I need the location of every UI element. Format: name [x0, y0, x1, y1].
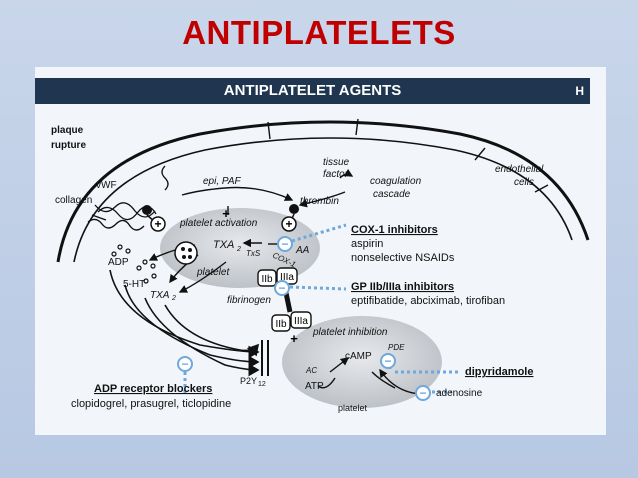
svg-text:platelet inhibition: platelet inhibition [312, 327, 388, 338]
svg-text:−: − [278, 281, 285, 295]
vessel-wall-inner [73, 137, 573, 263]
drug-class-gp: GP IIb/IIIa inhibitors eptifibatide, abc… [351, 281, 505, 307]
svg-text:+: + [290, 331, 298, 346]
diagram-labels: plaque rupture vWF collagen epi, PAF tis… [51, 125, 544, 413]
svg-text:IIIa: IIIa [280, 272, 294, 283]
svg-text:AC: AC [305, 366, 317, 375]
gp-receptor-lower: IIb IIIa [271, 311, 312, 332]
dense-granule [174, 241, 198, 265]
slide-title: ANTIPLATELETS [182, 14, 456, 51]
drug-class-adp: ADP receptor blockers clopidogrel, prasu… [71, 383, 231, 410]
svg-text:+: + [154, 217, 161, 231]
svg-text:IIb: IIb [275, 319, 287, 330]
svg-text:TXA: TXA [150, 290, 170, 301]
svg-text:tissue: tissue [323, 157, 350, 168]
plaque-rupture-line [87, 218, 145, 231]
svg-text:+: + [222, 206, 230, 221]
svg-text:adenosine: adenosine [436, 388, 483, 399]
granule-dots [111, 244, 157, 284]
svg-text:ADP: ADP [108, 257, 129, 268]
svg-text:endothelial: endothelial [495, 164, 544, 175]
svg-text:PDE: PDE [388, 343, 405, 352]
drug-class-cox1: COX-1 inhibitors aspirin nonselective NS… [351, 224, 455, 264]
svg-text:platelet: platelet [196, 267, 230, 278]
collagen-fibers [94, 202, 156, 218]
svg-text:cAMP: cAMP [345, 351, 372, 362]
svg-text:2: 2 [236, 246, 241, 253]
svg-text:P2Y: P2Y [240, 376, 257, 386]
svg-text:factor: factor [323, 169, 349, 180]
svg-text:coagulation: coagulation [370, 176, 422, 187]
inhibitor-minus-icons: − − − − − [177, 236, 431, 401]
banner-title: ANTIPLATELET AGENTS [223, 82, 402, 99]
svg-text:plaque: plaque [51, 125, 84, 136]
svg-text:rupture: rupture [51, 140, 86, 151]
svg-text:dipyridamole: dipyridamole [465, 366, 533, 378]
svg-text:12: 12 [258, 381, 266, 388]
svg-text:−: − [281, 237, 288, 251]
svg-text:eptifibatide, abciximab, tirof: eptifibatide, abciximab, tirofiban [351, 295, 505, 307]
svg-text:cascade: cascade [373, 189, 411, 200]
banner-corner-letter: H [575, 84, 584, 98]
pathway-arrows [148, 168, 421, 395]
svg-text:TxS: TxS [246, 249, 261, 258]
svg-text:aspirin: aspirin [351, 238, 383, 250]
svg-text:collagen: collagen [55, 195, 92, 206]
svg-text:COX-1 inhibitors: COX-1 inhibitors [351, 224, 438, 236]
svg-text:thrombin: thrombin [300, 196, 339, 207]
svg-text:IIIa: IIIa [294, 316, 308, 327]
svg-text:platelet activation: platelet activation [179, 218, 258, 229]
svg-text:AA: AA [295, 245, 310, 256]
drug-class-dipyridamole: dipyridamole [465, 366, 533, 378]
vessel-wall-outer [56, 120, 590, 263]
p2y12-receptors [261, 340, 269, 376]
svg-text:ATP: ATP [305, 381, 324, 392]
inhibited-platelet [282, 316, 442, 408]
svg-text:5-HT: 5-HT [123, 279, 145, 290]
svg-text:TXA: TXA [213, 239, 234, 251]
svg-text:−: − [419, 386, 426, 400]
release-flow-arrows [109, 269, 260, 377]
figure-banner: ANTIPLATELET AGENTS H [35, 78, 590, 104]
svg-text:ADP receptor blockers: ADP receptor blockers [94, 383, 212, 395]
svg-text:−: − [181, 357, 188, 371]
plus-receptors: + + + + [150, 206, 298, 346]
svg-text:cells: cells [514, 177, 534, 188]
svg-text:nonselective NSAIDs: nonselective NSAIDs [351, 252, 455, 264]
svg-text:+: + [285, 217, 292, 231]
svg-text:GP IIb/IIIa inhibitors: GP IIb/IIIa inhibitors [351, 281, 454, 293]
endothelial-cell-dividers [91, 118, 549, 221]
svg-text:IIb: IIb [261, 274, 273, 285]
svg-text:epi, PAF: epi, PAF [203, 176, 241, 187]
svg-text:clopidogrel, prasugrel, ticlop: clopidogrel, prasugrel, ticlopidine [71, 398, 231, 410]
tissue-factor-squiggle [161, 165, 169, 191]
svg-text:−: − [384, 354, 391, 368]
svg-text:2: 2 [171, 295, 176, 302]
svg-text:platelet: platelet [338, 403, 368, 413]
svg-text:fibrinogen: fibrinogen [227, 295, 271, 306]
svg-text:vWF: vWF [96, 180, 117, 191]
